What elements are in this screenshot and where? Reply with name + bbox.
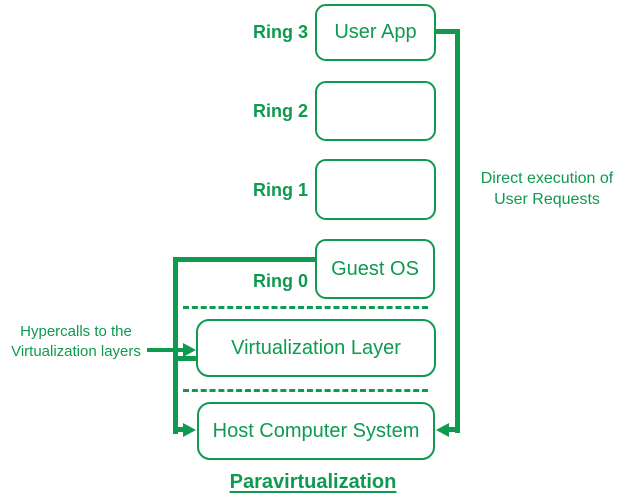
- virtualization-layer-box: Virtualization Layer: [196, 319, 436, 377]
- host-computer-system-box: Host Computer System: [197, 402, 435, 460]
- virtualization-layer-box-label: Virtualization Layer: [231, 336, 401, 359]
- guest-os-box-label: Guest OS: [331, 257, 419, 280]
- dashed-separator-top: [183, 306, 428, 309]
- user-app-box: User App: [315, 4, 436, 61]
- user-app-box-label: User App: [334, 21, 417, 43]
- guest-os-box: Guest OS: [315, 239, 435, 299]
- ring3-label: Ring 3: [252, 22, 308, 42]
- virtualization-layer-stub-line: [176, 356, 196, 361]
- host-right-arrowhead-icon: [436, 423, 449, 437]
- left-trunk-line: [173, 257, 178, 434]
- right-trunk-line: [455, 29, 460, 433]
- user-app-connector-horizontal: [434, 29, 460, 34]
- hypercalls-annotation-line1: Hypercalls to the: [20, 323, 132, 340]
- ring1-label: Ring 1: [252, 180, 308, 200]
- ring1-box: [315, 159, 436, 220]
- dashed-separator-bottom: [183, 389, 428, 392]
- host-left-arrow-line: [173, 427, 185, 432]
- host-computer-system-box-label: Host Computer System: [212, 419, 420, 442]
- hypercalls-arrowhead-icon: [183, 343, 196, 357]
- hypercalls-arrow-line: [147, 348, 185, 352]
- ring0-label: Ring 0: [252, 271, 308, 291]
- host-right-arrow-line: [447, 427, 460, 432]
- direct-execution-annotation-line1: Direct execution of: [480, 170, 614, 187]
- guest-os-connector-horizontal: [173, 257, 315, 262]
- diagram-title: Paravirtualization: [229, 471, 397, 493]
- ring2-label: Ring 2: [252, 101, 308, 121]
- hypercalls-annotation-line2: Virtualization layers: [11, 343, 141, 360]
- direct-execution-annotation: Direct execution of User Requests: [460, 168, 631, 210]
- hypercalls-annotation: Hypercalls to the Virtualization layers: [0, 322, 152, 362]
- ring2-box: [315, 81, 436, 141]
- host-left-arrowhead-icon: [183, 423, 196, 437]
- direct-execution-annotation-line2: User Requests: [494, 191, 600, 208]
